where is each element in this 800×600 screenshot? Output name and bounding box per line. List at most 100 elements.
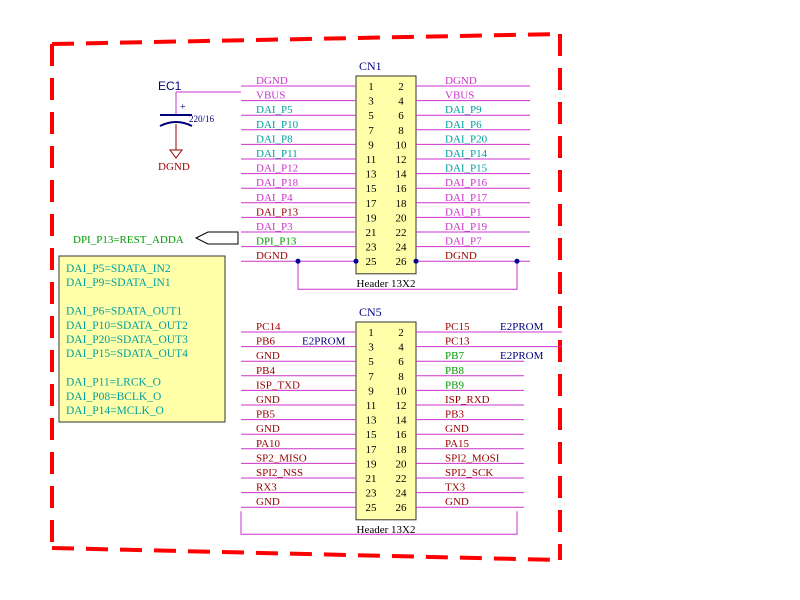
net-label: DAI_P6 [445, 119, 482, 131]
pin-number: 7 [368, 371, 374, 383]
note-box: DAI_P5=SDATA_IN2DAI_P9=SDATA_IN1DAI_P6=S… [58, 255, 226, 423]
net-label: SPI2_SCK [445, 467, 493, 479]
net-label: TX3 [445, 482, 466, 494]
pin-number: 13 [366, 415, 378, 427]
pin-number: 6 [398, 110, 404, 122]
net-label: DAI_P8 [256, 133, 293, 145]
net-label: DGND [256, 75, 288, 87]
junction-dot [413, 258, 419, 264]
pin-number: 19 [366, 458, 378, 470]
pin-number: 1 [368, 327, 374, 339]
note-line: DAI_P9=SDATA_IN1 [66, 277, 171, 289]
pin-number: 17 [366, 444, 378, 456]
net-label: PC14 [256, 321, 281, 333]
net-label: DAI_P14 [445, 148, 488, 160]
pin-number: 16 [396, 429, 408, 441]
net-label: GND [445, 423, 469, 435]
pin-number: 14 [396, 169, 408, 181]
pin-number: 4 [398, 96, 404, 108]
net-label: DGND [445, 250, 477, 262]
net-label: DAI_P5 [256, 104, 293, 116]
pin-number: 26 [396, 502, 408, 514]
net-label: PB5 [256, 409, 275, 421]
pin-number: 21 [366, 227, 377, 239]
pin-number: 14 [396, 415, 408, 427]
net-label: DAI_P4 [256, 192, 293, 204]
note-line: DAI_P14=MCLK_O [66, 405, 164, 417]
net-label: GND [256, 350, 280, 362]
e2prom-label: E2PROM [500, 321, 544, 333]
pin-number: 2 [398, 327, 404, 339]
ec1-value: 220/16 [189, 114, 215, 124]
net-label: SPI2_MOSI [445, 452, 500, 464]
pin-number: 19 [366, 212, 378, 224]
net-label: DAI_P17 [445, 192, 488, 204]
dgnd-bridge-wire [297, 261, 518, 290]
pin-number: 10 [396, 139, 408, 151]
net-label: DGND [256, 250, 288, 262]
net-label: RX3 [256, 482, 277, 494]
net-label: PC15 [445, 321, 470, 333]
e2prom-label: E2PROM [302, 336, 346, 348]
net-label: DAI_P11 [256, 148, 298, 160]
note-line: DAI_P11=LRCK_O [66, 377, 161, 389]
net-label: PB9 [445, 379, 464, 391]
net-label: DAI_P15 [445, 163, 488, 175]
pin-number: 8 [398, 371, 404, 383]
port-arrow-icon [194, 231, 239, 245]
net-label: PB6 [256, 336, 275, 348]
note-line: DAI_P15=SDATA_OUT4 [66, 348, 188, 360]
cn1-ref: CN1 [359, 59, 382, 73]
net-label: GND [256, 394, 280, 406]
ec1-ground-label: DGND [158, 161, 190, 173]
net-label: DAI_P7 [445, 236, 482, 248]
net-label: PA15 [445, 438, 470, 450]
pin-number: 12 [396, 400, 407, 412]
net-label: PB7 [445, 350, 464, 362]
pin-number: 18 [396, 198, 408, 210]
e2prom-label: E2PROM [500, 350, 544, 362]
cn5-body [355, 321, 417, 521]
capacitor-ec1: EC1 + 220/16 DGND [158, 79, 241, 173]
pin-number: 15 [366, 429, 378, 441]
pin-number: 9 [368, 385, 374, 397]
net-label: PB8 [445, 365, 464, 377]
net-label: PC13 [445, 336, 470, 348]
note-line: DAI_P5=SDATA_IN2 [66, 263, 171, 275]
pin-number: 3 [368, 96, 374, 108]
net-label: PB3 [445, 409, 464, 421]
pin-number: 18 [396, 444, 408, 456]
pin-number: 25 [366, 256, 378, 268]
pin-number: 5 [368, 356, 374, 368]
pin-number: 24 [396, 242, 408, 254]
net-label: ISP_RXD [445, 394, 490, 406]
pin-number: 6 [398, 356, 404, 368]
pin-number: 10 [396, 385, 408, 397]
junction-dot [295, 258, 301, 264]
note-line: DAI_P08=BCLK_O [66, 391, 161, 403]
net-label: DAI_P3 [256, 221, 293, 233]
ec1-plus: + [180, 102, 186, 113]
pin-number: 1 [368, 81, 374, 93]
net-label: DAI_P16 [445, 177, 488, 189]
note-line: DAI_P10=SDATA_OUT2 [66, 320, 188, 332]
pin-number: 9 [368, 139, 374, 151]
pin-number: 22 [396, 473, 407, 485]
net-label: DAI_P20 [445, 133, 488, 145]
port-rest-adda: DPI_P13=REST_ADDA [73, 231, 239, 246]
net-label: VBUS [256, 90, 285, 102]
pin-number: 20 [396, 458, 408, 470]
net-label: DAI_P1 [445, 206, 482, 218]
gnd-loop-wire [240, 511, 518, 535]
net-label: ISP_TXD [256, 379, 300, 391]
pin-number: 12 [396, 154, 407, 166]
net-label: DAI_P9 [445, 104, 482, 116]
ec1-plate-bottom [159, 121, 193, 127]
port-label: DPI_P13=REST_ADDA [73, 234, 184, 246]
pin-number: 15 [366, 183, 378, 195]
net-label: PA10 [256, 438, 281, 450]
junction-dot [514, 258, 520, 264]
